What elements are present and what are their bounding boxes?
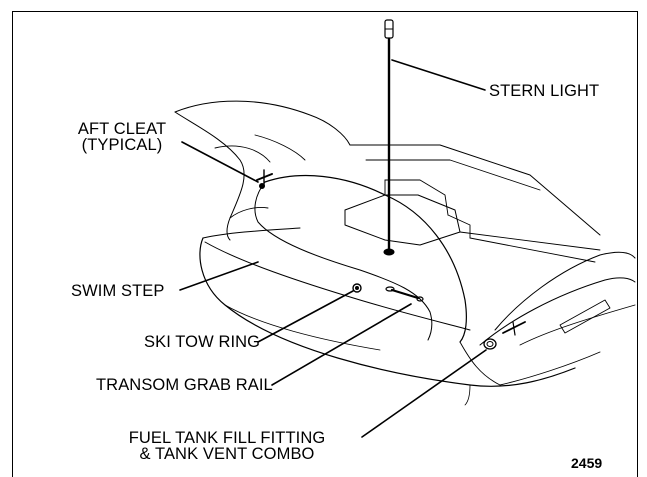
leader-aft-cleat	[181, 141, 259, 183]
leader-ski-tow-ring	[257, 290, 354, 343]
fuel-fill-fitting-icon	[483, 321, 526, 350]
figure-number: 2459	[571, 455, 603, 471]
ski-tow-ring-icon	[352, 283, 362, 293]
figure-frame	[12, 11, 638, 477]
label-aft-cleat-line1: AFT CLEAT	[77, 120, 167, 138]
label-swim-step: SWIM STEP	[71, 282, 165, 300]
leader-swim-step	[179, 261, 259, 291]
hull-outline	[199, 237, 576, 387]
swim-step-outline	[204, 241, 471, 331]
label-fuel-line1: FUEL TANK FILL FITTING	[128, 429, 326, 447]
right-gunwale	[494, 251, 636, 331]
leader-fuel-fitting	[361, 349, 487, 438]
label-fuel-line2: & TANK VENT COMBO	[139, 445, 315, 463]
label-aft-cleat-line2: (TYPICAL)	[81, 136, 163, 154]
label-ski-tow-ring: SKI TOW RING	[144, 333, 261, 351]
label-transom-grab-rail: TRANSOM GRAB RAIL	[96, 376, 273, 394]
left-gunwale	[174, 100, 351, 146]
cockpit-outline	[349, 144, 601, 236]
leader-transom-grab-rail	[271, 303, 412, 386]
stern-light-base	[383, 248, 395, 256]
label-stern-light: STERN LIGHT	[489, 82, 600, 100]
leader-stern-light	[391, 59, 486, 91]
transom-outline	[264, 174, 467, 343]
aft-cleat-icon	[256, 169, 273, 189]
transom-grab-rail-icon	[385, 286, 424, 302]
